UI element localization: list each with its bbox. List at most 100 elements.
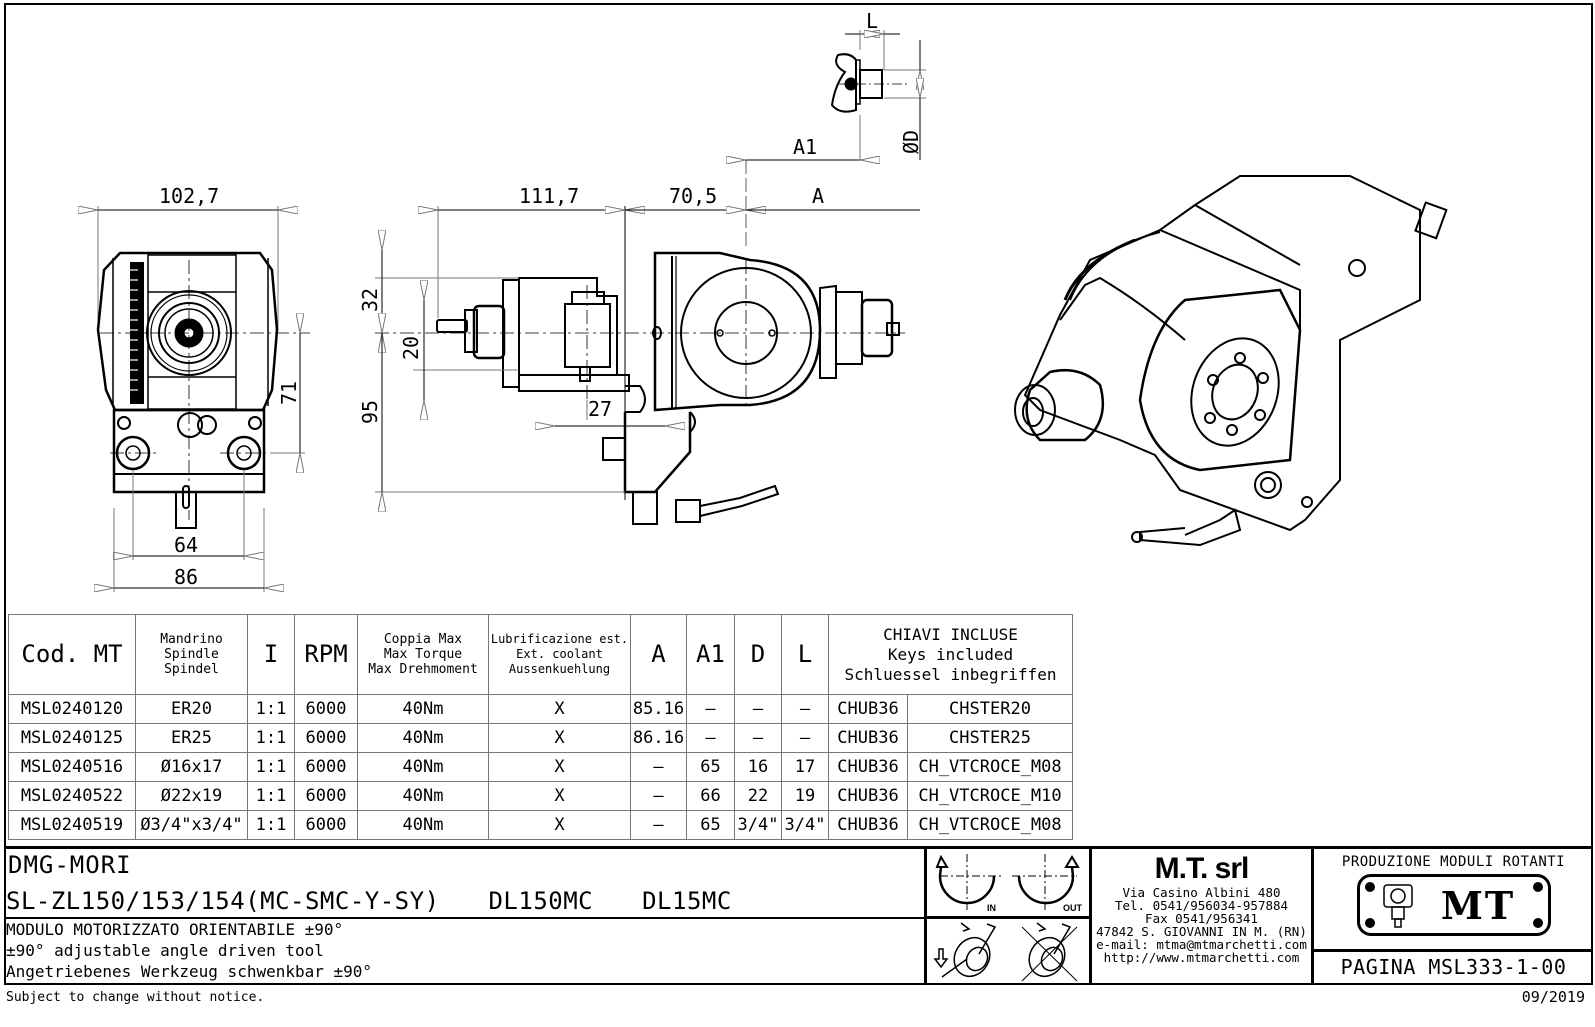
- rotation-in-label: IN: [987, 903, 996, 913]
- cell-l: 3/4": [781, 810, 829, 840]
- machine-model: DL15MC: [642, 887, 732, 915]
- cell-torque: 40Nm: [357, 723, 489, 753]
- cell-ratio: 1:1: [247, 781, 295, 811]
- cell-code: MSL0240120: [8, 694, 136, 724]
- dim-side-95: 95: [358, 400, 382, 424]
- col-header-rpm: RPM: [294, 614, 358, 695]
- dim-key-l: L: [866, 9, 878, 33]
- cell-a1: –: [686, 694, 735, 724]
- isometric-view: [1014, 175, 1448, 547]
- col-header-a1: A1: [686, 614, 735, 695]
- company-website[interactable]: http://www.mtmarchetti.com: [1103, 950, 1300, 965]
- cell-ratio: 1:1: [247, 694, 295, 724]
- cell-spindle: ER25: [135, 723, 248, 753]
- cell-code: MSL0240125: [8, 723, 136, 753]
- col-header-d: D: [734, 614, 782, 695]
- logo-graphic: MT: [1364, 882, 1543, 928]
- cell-a1: –: [686, 723, 735, 753]
- mt-logo: MT: [1356, 874, 1551, 936]
- description-en: ±90° adjustable angle driven tool: [6, 941, 324, 960]
- dim-front-height: 71: [277, 381, 301, 405]
- cell-l: –: [781, 723, 829, 753]
- header-line: Mandrino: [160, 632, 223, 647]
- revision-date: 09/2019: [1521, 988, 1585, 1006]
- cell-key2: CHSTER25: [907, 723, 1073, 753]
- cell-coolant: X: [488, 781, 631, 811]
- header-line: Max Torque: [383, 647, 463, 662]
- cell-rpm: 6000: [294, 694, 358, 724]
- cell-key2: CHSTER20: [907, 694, 1073, 724]
- table-row: MSL0240125 ER25 1:1 6000 40Nm X 86.16 – …: [8, 723, 1073, 753]
- col-header-a: A: [630, 614, 687, 695]
- company-tel: Tel. 0541/956034-957884: [1114, 898, 1289, 913]
- cell-key1: CHUB36: [828, 723, 908, 753]
- cell-a: –: [630, 752, 687, 782]
- cell-spindle: ER20: [135, 694, 248, 724]
- cell-torque: 40Nm: [357, 810, 489, 840]
- key-usage-icon: [933, 922, 1078, 982]
- cell-d: 22: [734, 781, 782, 811]
- cell-a: 86.16: [630, 723, 687, 753]
- cell-coolant: X: [488, 810, 631, 840]
- product-description: MODULO MOTORIZZATO ORIENTABILE ±90° ±90°…: [6, 919, 372, 982]
- company-fax: Fax 0541/956341: [1145, 911, 1258, 926]
- rotation-out-label: OUT: [1063, 903, 1083, 913]
- dim-side-offset: 70,5: [669, 184, 717, 208]
- machine-models: SL-ZL150/153/154(MC-SMC-Y-SY) DL150MC DL…: [6, 887, 766, 915]
- company-city: 47842 S. GIOVANNI IN M. (RN): [1096, 924, 1307, 939]
- header-line: Schluessel inbegriffen: [844, 664, 1057, 684]
- header-line: Max Drehmoment: [368, 662, 478, 677]
- cell-a1: 65: [686, 810, 735, 840]
- header-line: Spindel: [164, 662, 219, 677]
- dim-side-length: 111,7: [519, 184, 579, 208]
- cell-key1: CHUB36: [828, 752, 908, 782]
- cell-key1: CHUB36: [828, 781, 908, 811]
- cell-spindle: Ø16x17: [135, 752, 248, 782]
- machine-info: DMG-MORI SL-ZL150/153/154(MC-SMC-Y-SY) D…: [4, 849, 924, 984]
- cell-a1: 65: [686, 752, 735, 782]
- title-block: DMG-MORI SL-ZL150/153/154(MC-SMC-Y-SY) D…: [4, 846, 1593, 984]
- cell-key2: CH_VTCROCE_M08: [907, 752, 1073, 782]
- machine-model: SL-ZL150/153/154(MC-SMC-Y-SY): [6, 887, 440, 915]
- header-line: Keys included: [887, 644, 1014, 664]
- logo-panel: PRODUZIONE MODULI ROTANTI MT PAGINA MSL3…: [1311, 849, 1593, 984]
- table-row: MSL0240516 Ø16x17 1:1 6000 40Nm X – 65 1…: [8, 752, 1073, 782]
- cell-ratio: 1:1: [247, 810, 295, 840]
- table-row: MSL0240522 Ø22x19 1:1 6000 40Nm X – 66 2…: [8, 781, 1073, 811]
- dim-base-width: 86: [174, 565, 198, 589]
- cell-code: MSL0240522: [8, 781, 136, 811]
- key-detail-view: [830, 30, 926, 160]
- cell-key2: CH_VTCROCE_M08: [907, 810, 1073, 840]
- cell-d: 3/4": [734, 810, 782, 840]
- company-email[interactable]: e-mail: mtma@mtmarchetti.com: [1096, 937, 1307, 952]
- cell-rpm: 6000: [294, 810, 358, 840]
- cell-d: 16: [734, 752, 782, 782]
- front-view: [98, 206, 310, 592]
- cell-torque: 40Nm: [357, 752, 489, 782]
- col-header-keys: CHIAVI INCLUSE Keys included Schluessel …: [828, 614, 1073, 695]
- cell-a1: 66: [686, 781, 735, 811]
- table-row: MSL0240120 ER20 1:1 6000 40Nm X 85.16 – …: [8, 694, 1073, 724]
- disclaimer: Subject to change without notice.: [6, 990, 265, 1005]
- company-name: M.T. srl: [1154, 852, 1250, 885]
- header-line: Spindle: [164, 647, 219, 662]
- logo-caption: PRODUZIONE MODULI ROTANTI: [1341, 854, 1566, 870]
- header-line: Ext. coolant: [516, 647, 603, 661]
- machine-model: DL150MC: [488, 887, 594, 915]
- cell-a: –: [630, 810, 687, 840]
- col-header-spindle: Mandrino Spindle Spindel: [135, 614, 248, 695]
- machine-brand: DMG-MORI: [8, 851, 132, 879]
- spec-table-header: Cod. MT Mandrino Spindle Spindel I RPM C…: [8, 614, 1073, 695]
- rotation-icons: IN OUT: [924, 849, 1089, 984]
- dim-key-d: ØD: [899, 130, 923, 154]
- drawing-sheet-border: [4, 3, 1593, 985]
- divider: [927, 916, 1089, 919]
- col-header-ratio: I: [247, 614, 295, 695]
- header-line: Aussenkuehlung: [508, 662, 611, 676]
- cell-coolant: X: [488, 694, 631, 724]
- table-row: MSL0240519 Ø3/4"x3/4" 1:1 6000 40Nm X – …: [8, 810, 1073, 840]
- cell-spindle: Ø22x19: [135, 781, 248, 811]
- cell-l: 19: [781, 781, 829, 811]
- divider: [4, 917, 924, 919]
- cell-code: MSL0240519: [8, 810, 136, 840]
